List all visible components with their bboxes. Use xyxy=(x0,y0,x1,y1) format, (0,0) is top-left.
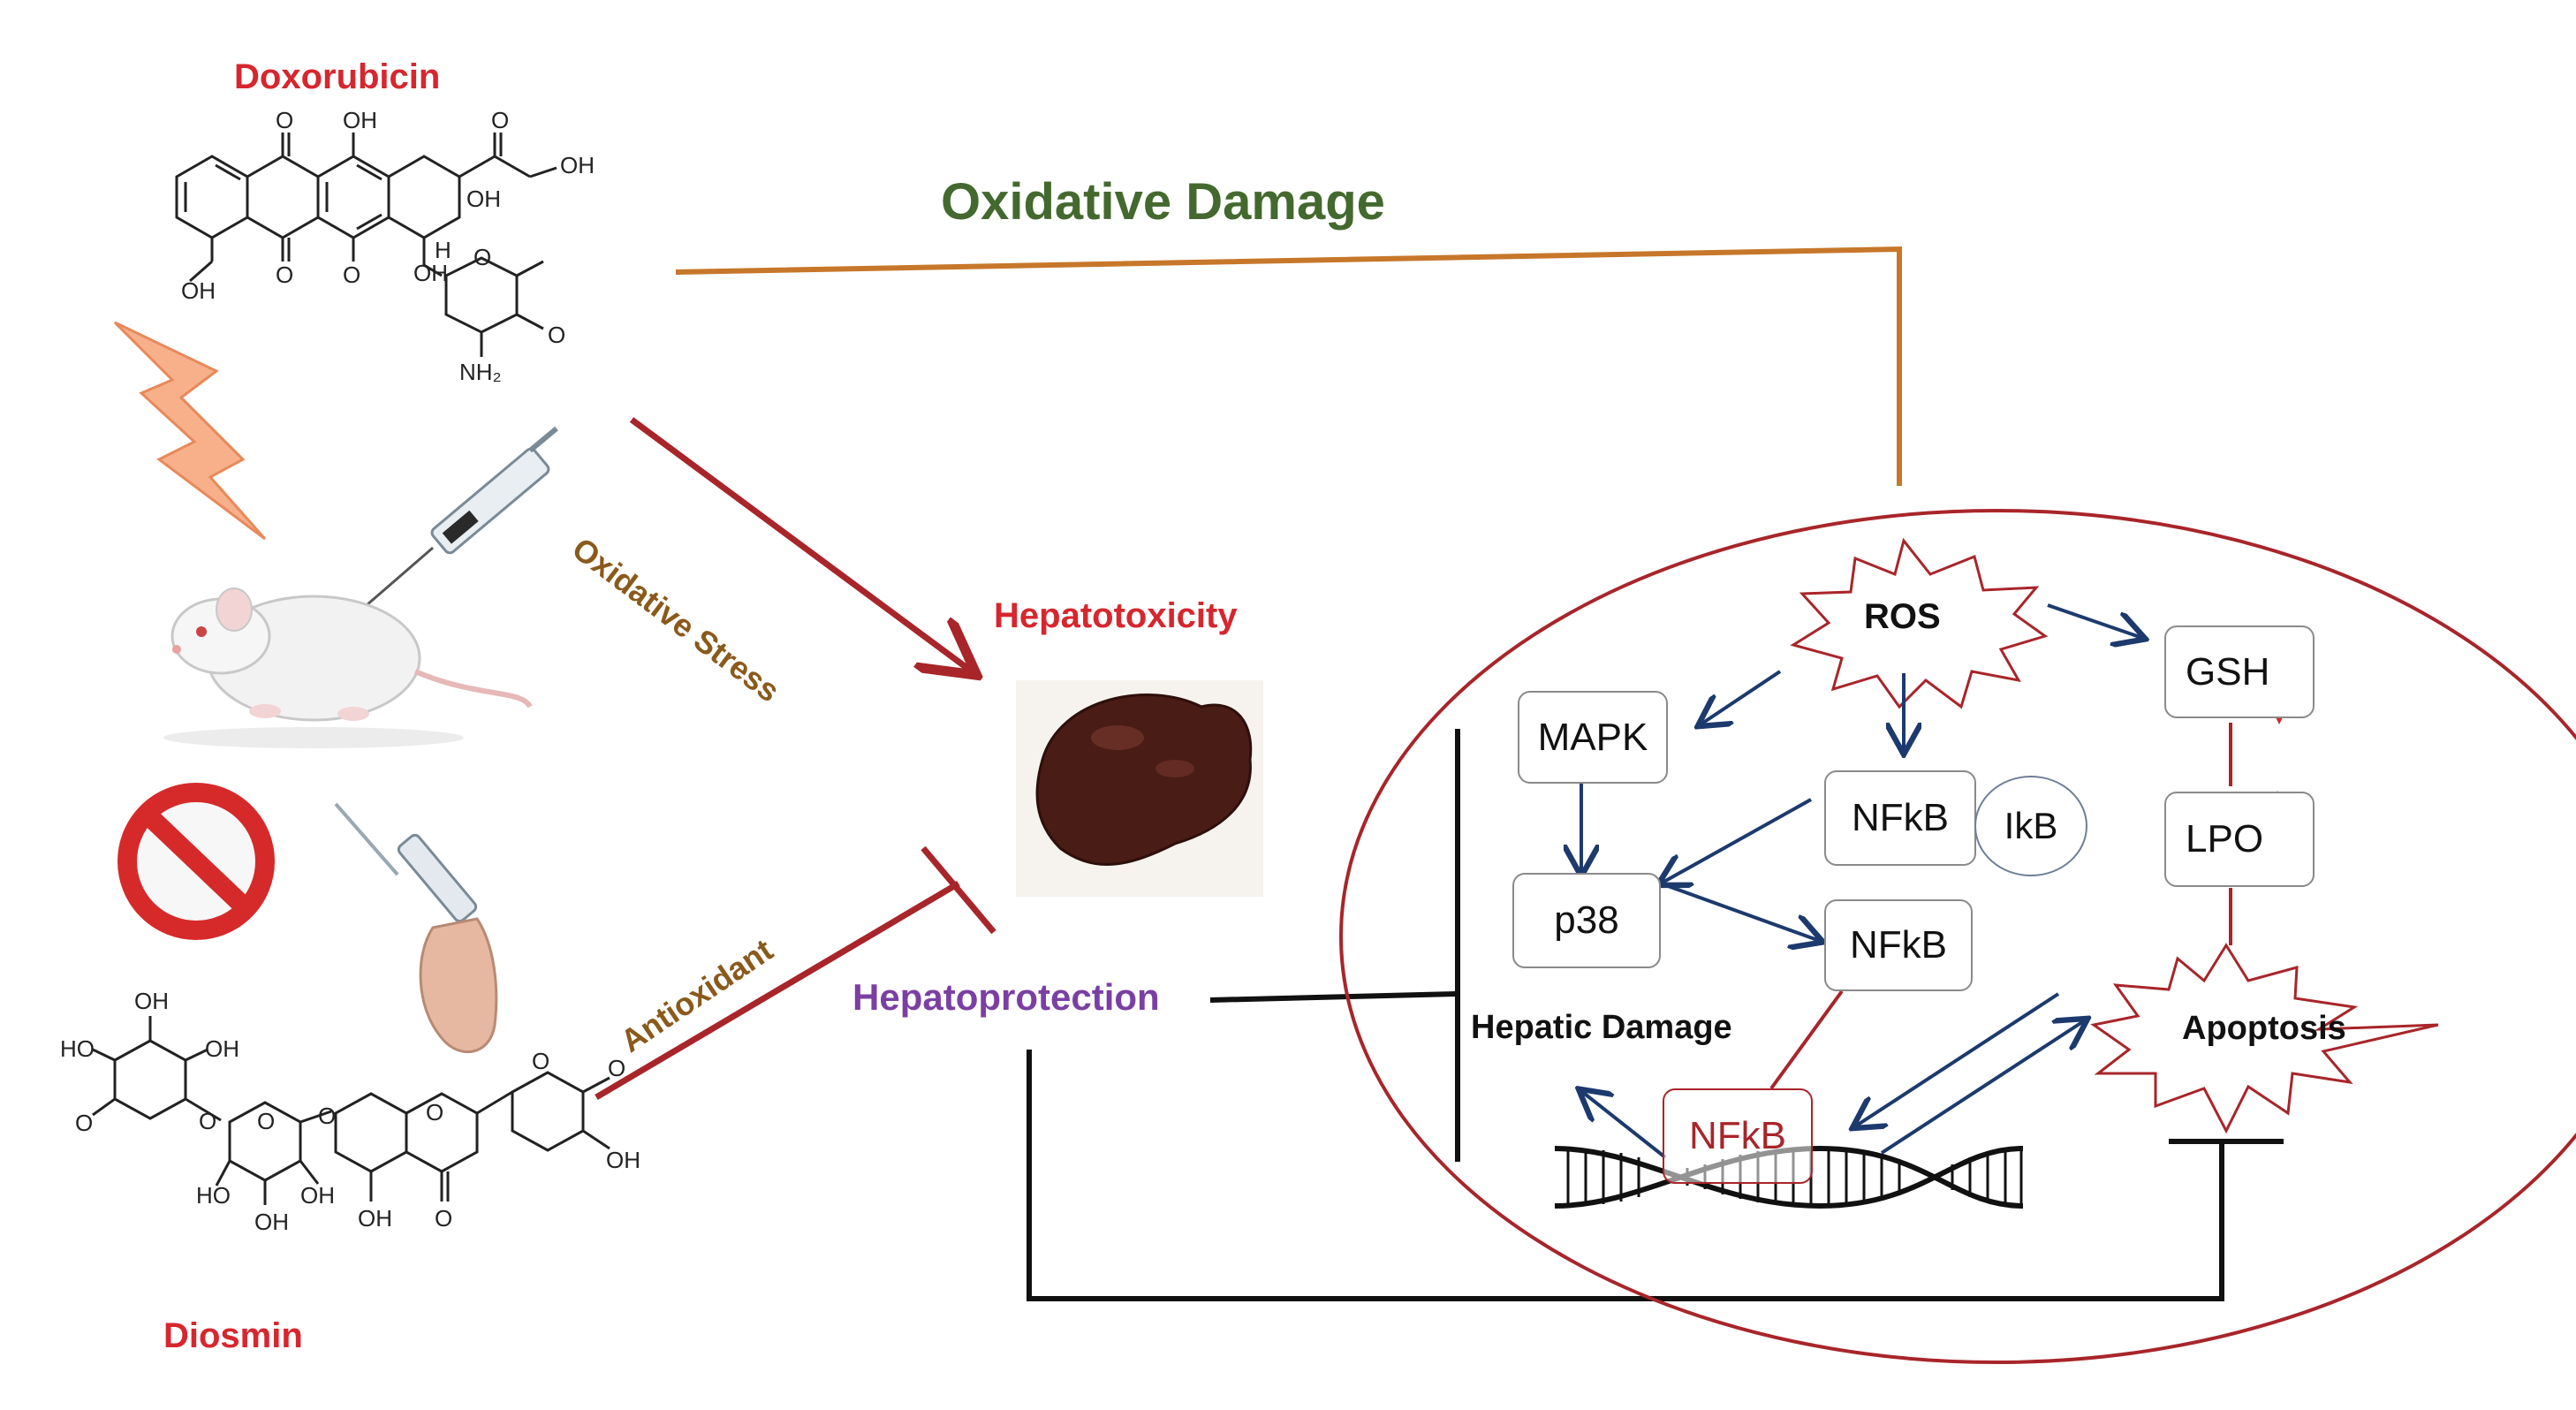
apoptosis-burst xyxy=(2090,943,2439,1134)
oxidative-damage-label: Oxidative Damage xyxy=(941,173,1385,231)
arrow-dna-up xyxy=(1581,1091,1667,1159)
hepatoprotection-label: Hepatoprotection xyxy=(852,976,1160,1018)
diosmin-atom-label: O xyxy=(532,1048,549,1074)
signaling-arrows xyxy=(1581,603,2142,1159)
diosmin-label: Diosmin xyxy=(163,1316,303,1355)
diosmin-atom-label: O xyxy=(426,1099,443,1126)
p38-node: p38 xyxy=(1512,873,1661,968)
nfkb-dna-node: NFkB xyxy=(1663,1088,1813,1184)
diosmin-atom-label: O xyxy=(199,1108,216,1134)
nfkb-node: NFkB xyxy=(1824,770,1976,866)
dox-atom-label: O xyxy=(276,107,293,133)
oxidative-stress-arrow xyxy=(629,417,972,671)
nfkb-translocated-node: NFkB xyxy=(1824,899,1973,991)
oxidative-damage-line xyxy=(675,246,1902,486)
dox-atom-label: H xyxy=(435,237,451,263)
gsh-node: GSH xyxy=(2164,625,2315,718)
syringe-icon xyxy=(366,426,558,607)
arrow-apoptosis-dna xyxy=(1855,992,2060,1126)
dox-atom-label: OH xyxy=(413,260,448,286)
ros-label: ROS xyxy=(1864,597,1941,636)
ros-burst xyxy=(1790,537,2049,709)
arrow-dna-apoptosis xyxy=(1880,1020,2085,1155)
diosmin-atom-label: O xyxy=(318,1103,336,1129)
lpo-node: LPO xyxy=(2164,792,2315,887)
diosmin-atom-label: OH xyxy=(254,1209,289,1235)
apoptosis-label: Apoptosis xyxy=(2182,1010,2346,1047)
prohibition-icon xyxy=(117,783,275,940)
hepatic-damage-label: Hepatic Damage xyxy=(1471,1009,1732,1046)
dox-atom-label: O xyxy=(548,322,565,348)
diosmin-atom-label: O xyxy=(75,1110,93,1136)
dox-atom-label: O xyxy=(474,244,491,270)
arrow-ros-mapk xyxy=(1701,670,1782,724)
diosmin-atom-label: O xyxy=(608,1055,625,1081)
hepatocyte-cell xyxy=(1339,509,2576,1364)
ikb-node: IkB xyxy=(1974,776,2087,876)
arrow-ros-gsh xyxy=(2047,603,2142,638)
dox-atom-label: OH xyxy=(466,186,501,212)
lightning-icon xyxy=(113,321,267,541)
antioxidant-inhibition-bar xyxy=(921,845,996,935)
dox-atom-label: O xyxy=(491,107,509,133)
diosmin-atom-labels: OH HO OH O O O O O O HO OH OH OH OH O O xyxy=(60,988,640,1235)
arrow-p38-nfkb xyxy=(1660,882,1820,941)
dna-helix-icon xyxy=(1554,1145,2024,1209)
mapk-node: MAPK xyxy=(1518,691,1668,784)
hepatoprotection-connector xyxy=(1209,991,1457,1003)
antioxidant-inhibition-line xyxy=(595,880,960,1101)
arrow-nfkb-p38 xyxy=(1661,798,1812,883)
doxorubicin-atom-labels: O OH O OH OH H O O OH OH O NH₂ O xyxy=(181,107,595,385)
diosmin-atom-label: O xyxy=(435,1205,452,1232)
liver-image xyxy=(1016,680,1263,897)
diosmin-atom-label: OH xyxy=(606,1147,640,1173)
oral-gavage-icon xyxy=(334,802,498,1053)
hepatotoxicity-label: Hepatotoxicity xyxy=(994,596,1238,635)
dox-atom-label: O xyxy=(276,262,293,288)
dox-atom-label: OH xyxy=(343,107,377,133)
diosmin-atom-label: OH xyxy=(205,1035,239,1062)
rat-icon xyxy=(163,588,533,748)
doxorubicin-structure xyxy=(175,133,557,357)
diosmin-atom-label: O xyxy=(257,1108,275,1134)
diosmin-atom-label: HO xyxy=(196,1182,231,1209)
diosmin-atom-label: HO xyxy=(60,1035,95,1062)
doxorubicin-label: Doxorubicin xyxy=(234,57,441,96)
nfkb-dna-link xyxy=(1769,989,1844,1090)
dox-atom-label: OH xyxy=(181,277,216,304)
diosmin-atom-label: OH xyxy=(358,1205,392,1232)
diosmin-structure xyxy=(92,1016,610,1205)
dox-atom-label: O xyxy=(343,262,360,288)
dox-atom-label: NH₂ xyxy=(459,359,502,385)
apoptosis-inhibition-line xyxy=(1027,1050,2224,1301)
diosmin-atom-label: OH xyxy=(300,1182,335,1209)
diosmin-atom-label: OH xyxy=(134,988,169,1014)
dox-atom-label: OH xyxy=(560,152,595,178)
